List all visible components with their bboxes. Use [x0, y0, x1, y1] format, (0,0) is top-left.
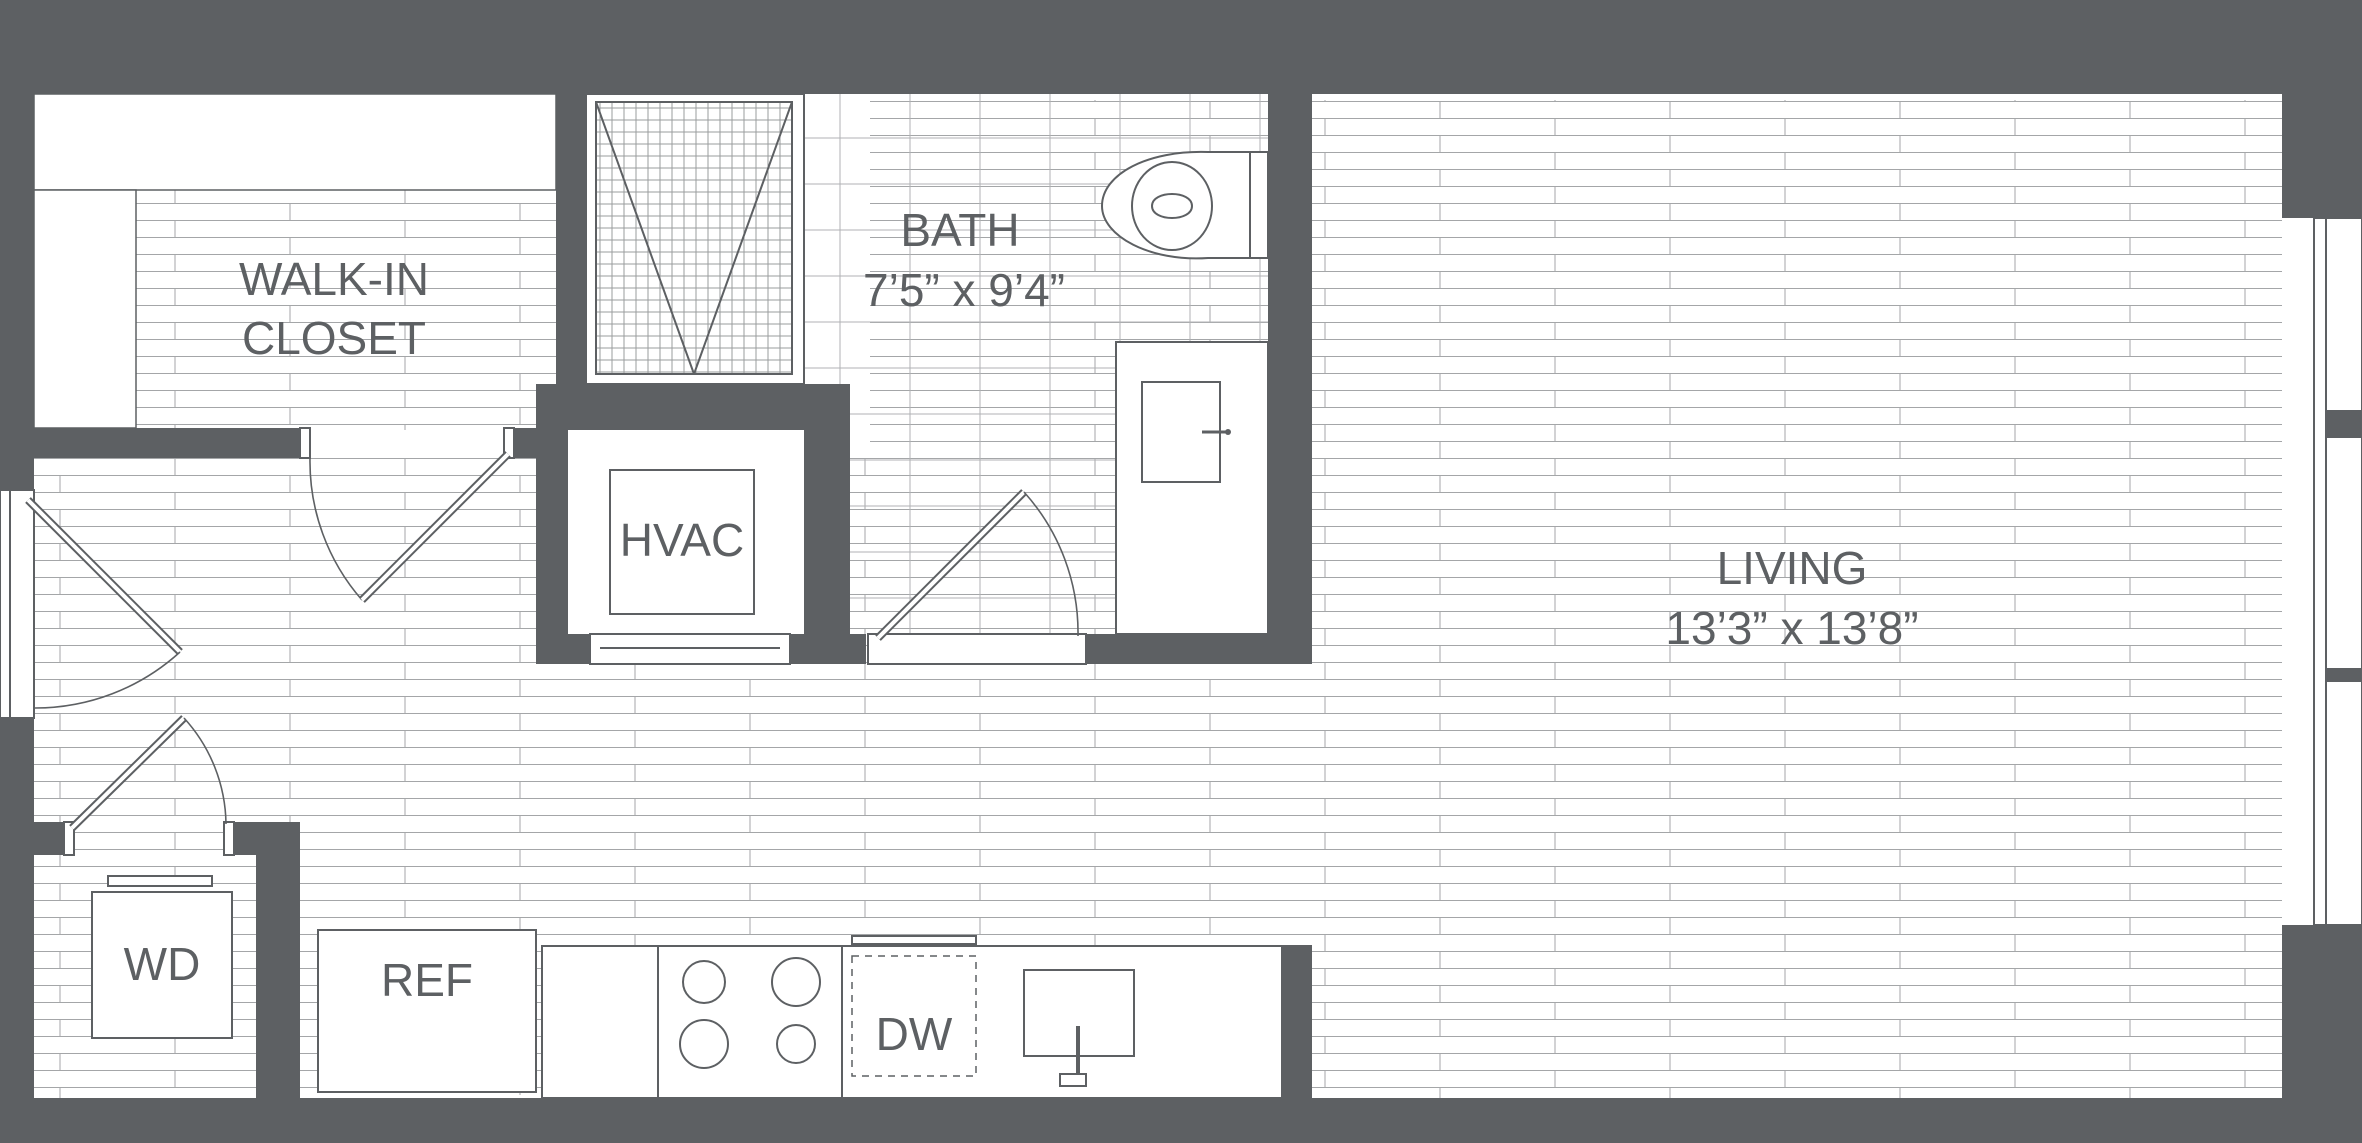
laundry-door	[63, 715, 235, 856]
toilet	[1100, 150, 1269, 260]
refrigerator: REF	[317, 929, 537, 1093]
kitchen-sink	[1023, 969, 1135, 1087]
ref-label: REF	[381, 954, 473, 1006]
dw-label: DW	[876, 1008, 953, 1060]
closet-floor	[136, 190, 556, 430]
bath-door	[867, 489, 1087, 665]
cooktop	[679, 957, 821, 1069]
hvac-label: HVAC	[620, 514, 744, 566]
living-label: LIVING	[1717, 542, 1868, 594]
kitchen-counter	[541, 945, 1312, 1099]
closet-label-line1: WALK-IN	[239, 253, 429, 305]
living-dimensions: 13’3” x 13’8”	[1665, 602, 1918, 654]
wd-label: WD	[124, 938, 201, 990]
closet-label-line2: CLOSET	[242, 312, 426, 364]
shower	[585, 93, 805, 385]
hvac-unit: HVAC	[568, 430, 804, 665]
closet-shelving	[33, 93, 557, 429]
bath-dimensions: 7’5” x 9’4”	[863, 264, 1065, 316]
closet-door	[299, 427, 515, 603]
dishwasher: DW	[851, 935, 977, 1077]
entry-door	[25, 497, 183, 709]
entry-threshold	[0, 489, 35, 719]
window	[2313, 217, 2362, 926]
washer-dryer: WD	[91, 875, 233, 1039]
bath-label: BATH	[900, 204, 1019, 256]
vanity	[1115, 341, 1269, 635]
